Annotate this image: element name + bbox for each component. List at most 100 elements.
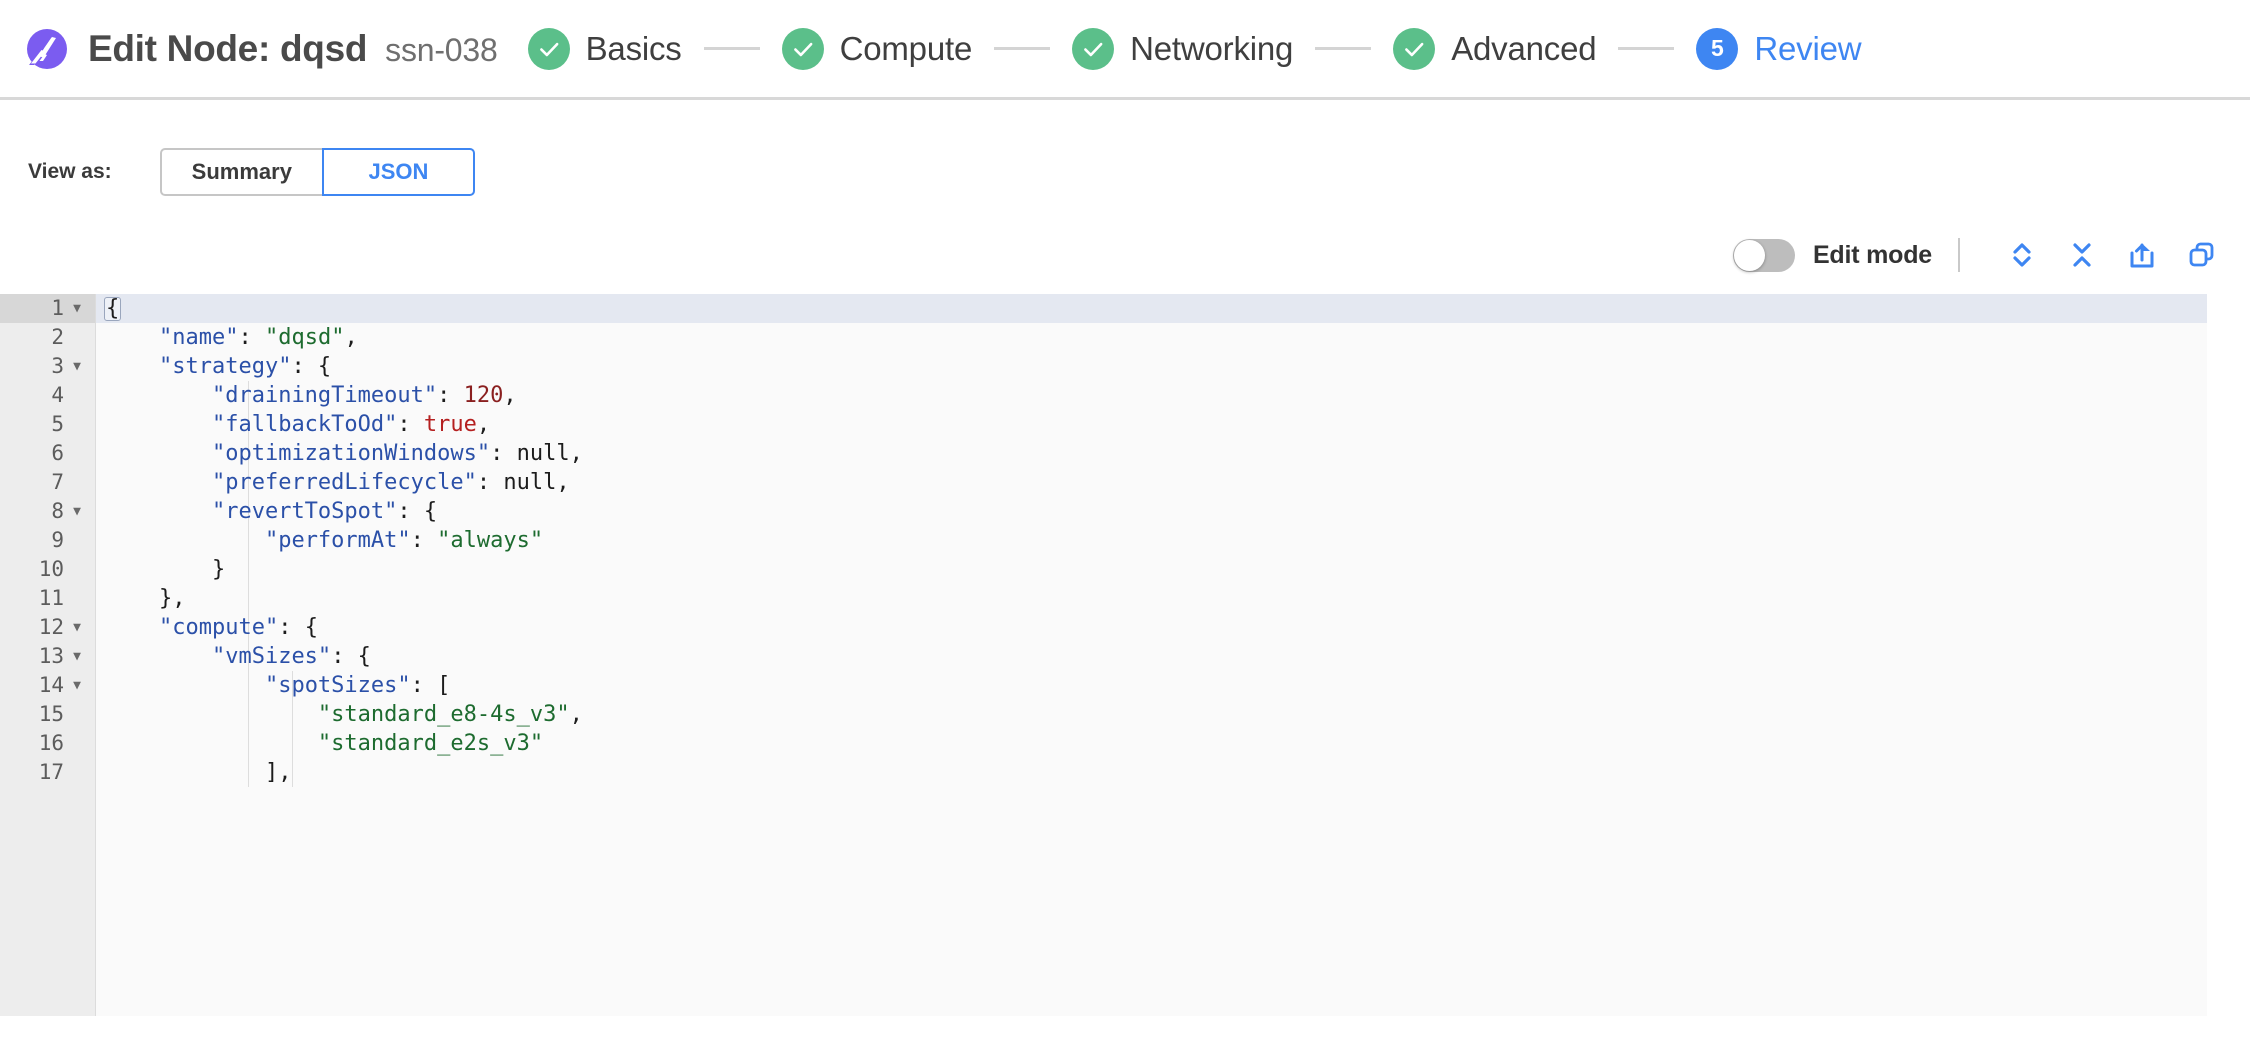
editor-line-number: 9▼ [0, 526, 95, 555]
export-button[interactable] [2118, 235, 2166, 275]
editor-line-number: 12 ▼ [0, 613, 95, 642]
editor-line-number: 15▼ [0, 700, 95, 729]
wizard-steps: Basics Compute Networking Advanced [527, 27, 2250, 70]
editor-line-number-gutter: 1▼2▼3▼4▼5▼6▼7▼8▼9▼10▼11▼12▼13▼14▼15▼16▼1… [0, 294, 96, 1016]
editor-line-number: 7▼ [0, 468, 95, 497]
json-token: "revertToSpot" [211, 499, 398, 524]
json-token: null [503, 470, 557, 495]
editor-code-area[interactable]: { "name": "dqsd", "strategy": { "drainin… [96, 294, 2207, 1016]
json-token: : [437, 383, 464, 408]
wizard-step-review[interactable]: 5 Review [1696, 27, 1862, 70]
editor-code-line[interactable]: "performAt": "always" [96, 526, 2207, 555]
editor-code-line[interactable]: "optimizationWindows": null, [96, 439, 2207, 468]
editor-line-number: 1▼ [0, 294, 95, 323]
step-status-circle: 5 [1696, 27, 1739, 70]
view-as-option-summary[interactable]: Summary [159, 148, 322, 196]
fold-toggle-icon[interactable]: ▼ [73, 301, 81, 316]
editor-line-number: 17▼ [0, 758, 95, 787]
json-token: "performAt" [264, 528, 411, 553]
editor-line-number: 6▼ [0, 439, 95, 468]
fold-toggle-icon[interactable]: ▼ [73, 649, 81, 664]
line-number-text: 6 [51, 441, 64, 465]
expand-all-icon [2013, 243, 2031, 267]
json-token: : [476, 470, 504, 495]
line-number-text: 14 [38, 673, 64, 697]
editor-line-number: 13▼ [0, 642, 95, 671]
editor-code-line[interactable]: "drainingTimeout": 120, [96, 381, 2207, 410]
editor-line-number: 4▼ [0, 381, 95, 410]
copy-button[interactable] [2178, 235, 2226, 275]
json-token: : [238, 325, 265, 350]
line-number-text: 11 [38, 586, 64, 610]
collapse-all-icon [2073, 243, 2091, 267]
json-token: "fallbackToOd" [211, 412, 398, 437]
edit-mode-label: Edit mode [1812, 240, 1932, 269]
editor-code-line[interactable]: "standard_e8-4s_v3", [96, 700, 2207, 729]
check-icon [793, 42, 813, 56]
line-number-text: 12 [38, 615, 64, 639]
indent-guide [248, 613, 249, 787]
editor-code-line[interactable]: "compute": { [96, 613, 2207, 642]
json-token: 120 [463, 383, 504, 408]
json-token: , [569, 702, 583, 727]
line-number-text: 7 [51, 470, 64, 494]
json-token: "drainingTimeout" [211, 383, 438, 408]
editor-code-line[interactable]: }, [96, 584, 2207, 613]
check-icon [1084, 42, 1103, 56]
json-token: ], [264, 760, 292, 785]
step-connector [1315, 47, 1372, 50]
editor-code-line[interactable]: "fallbackToOd": true, [96, 410, 2207, 439]
fold-toggle-icon[interactable]: ▼ [73, 620, 81, 635]
wizard-step-label: Advanced [1451, 29, 1597, 67]
spot-logo-icon [22, 26, 68, 72]
copy-icon [2189, 242, 2214, 267]
editor-line-number: 2▼ [0, 323, 95, 352]
json-token: "vmSizes" [211, 644, 332, 669]
editor-code-line[interactable]: "revertToSpot": { [96, 497, 2207, 526]
fold-toggle-icon[interactable]: ▼ [73, 678, 81, 693]
editor-code-line[interactable]: "name": "dqsd", [96, 323, 2207, 352]
edit-mode-toggle[interactable] [1732, 238, 1795, 272]
view-as-option-json[interactable]: JSON [321, 148, 475, 196]
json-token: "compute" [158, 615, 279, 640]
editor-code-line[interactable]: "standard_e2s_v3" [96, 729, 2207, 758]
editor-line-number: 14 ▼ [0, 671, 95, 700]
editor-code-line[interactable]: "strategy": { [96, 352, 2207, 381]
view-as-label: View as: [28, 160, 112, 183]
wizard-step-compute[interactable]: Compute [781, 27, 972, 70]
wizard-step-label: Review [1754, 29, 1862, 67]
toolbar-divider [1958, 238, 1960, 272]
editor-code-line[interactable]: "vmSizes": { [96, 642, 2207, 671]
editor-line-number: 5▼ [0, 410, 95, 439]
json-token: , [476, 412, 491, 437]
json-token: }, [158, 586, 186, 611]
editor-code-line[interactable]: { [96, 294, 2207, 323]
wizard-step-advanced[interactable]: Advanced [1393, 27, 1597, 70]
check-icon [1405, 42, 1424, 56]
view-as-row: View as: Summary JSON [0, 148, 2250, 196]
editor-line-number: 11▼ [0, 584, 95, 613]
wizard-step-basics[interactable]: Basics [527, 27, 682, 70]
fold-toggle-icon[interactable]: ▼ [73, 359, 81, 374]
json-token: { [104, 296, 122, 321]
expand-all-button[interactable] [1998, 235, 2046, 275]
step-connector [994, 47, 1051, 50]
step-status-circle [527, 27, 570, 70]
collapse-all-button[interactable] [2058, 235, 2106, 275]
editor-code-line[interactable]: } [96, 555, 2207, 584]
json-token: , [503, 383, 517, 408]
json-token: "optimizationWindows" [211, 441, 491, 466]
editor-code-line[interactable]: "spotSizes": [ [96, 671, 2207, 700]
json-token: null [516, 441, 570, 466]
step-status-circle [1072, 27, 1115, 70]
line-number-text: 16 [38, 731, 64, 755]
fold-toggle-icon[interactable]: ▼ [73, 504, 81, 519]
json-editor[interactable]: 1▼2▼3▼4▼5▼6▼7▼8▼9▼10▼11▼12▼13▼14▼15▼16▼1… [0, 294, 2207, 1016]
line-number-text: 2 [51, 325, 64, 349]
wizard-step-networking[interactable]: Networking [1072, 27, 1293, 70]
json-token: "always" [437, 528, 544, 553]
line-number-text: 9 [51, 528, 64, 552]
json-token: : { [397, 499, 438, 524]
editor-code-line[interactable]: "preferredLifecycle": null, [96, 468, 2207, 497]
editor-code-line[interactable]: ], [96, 758, 2207, 787]
